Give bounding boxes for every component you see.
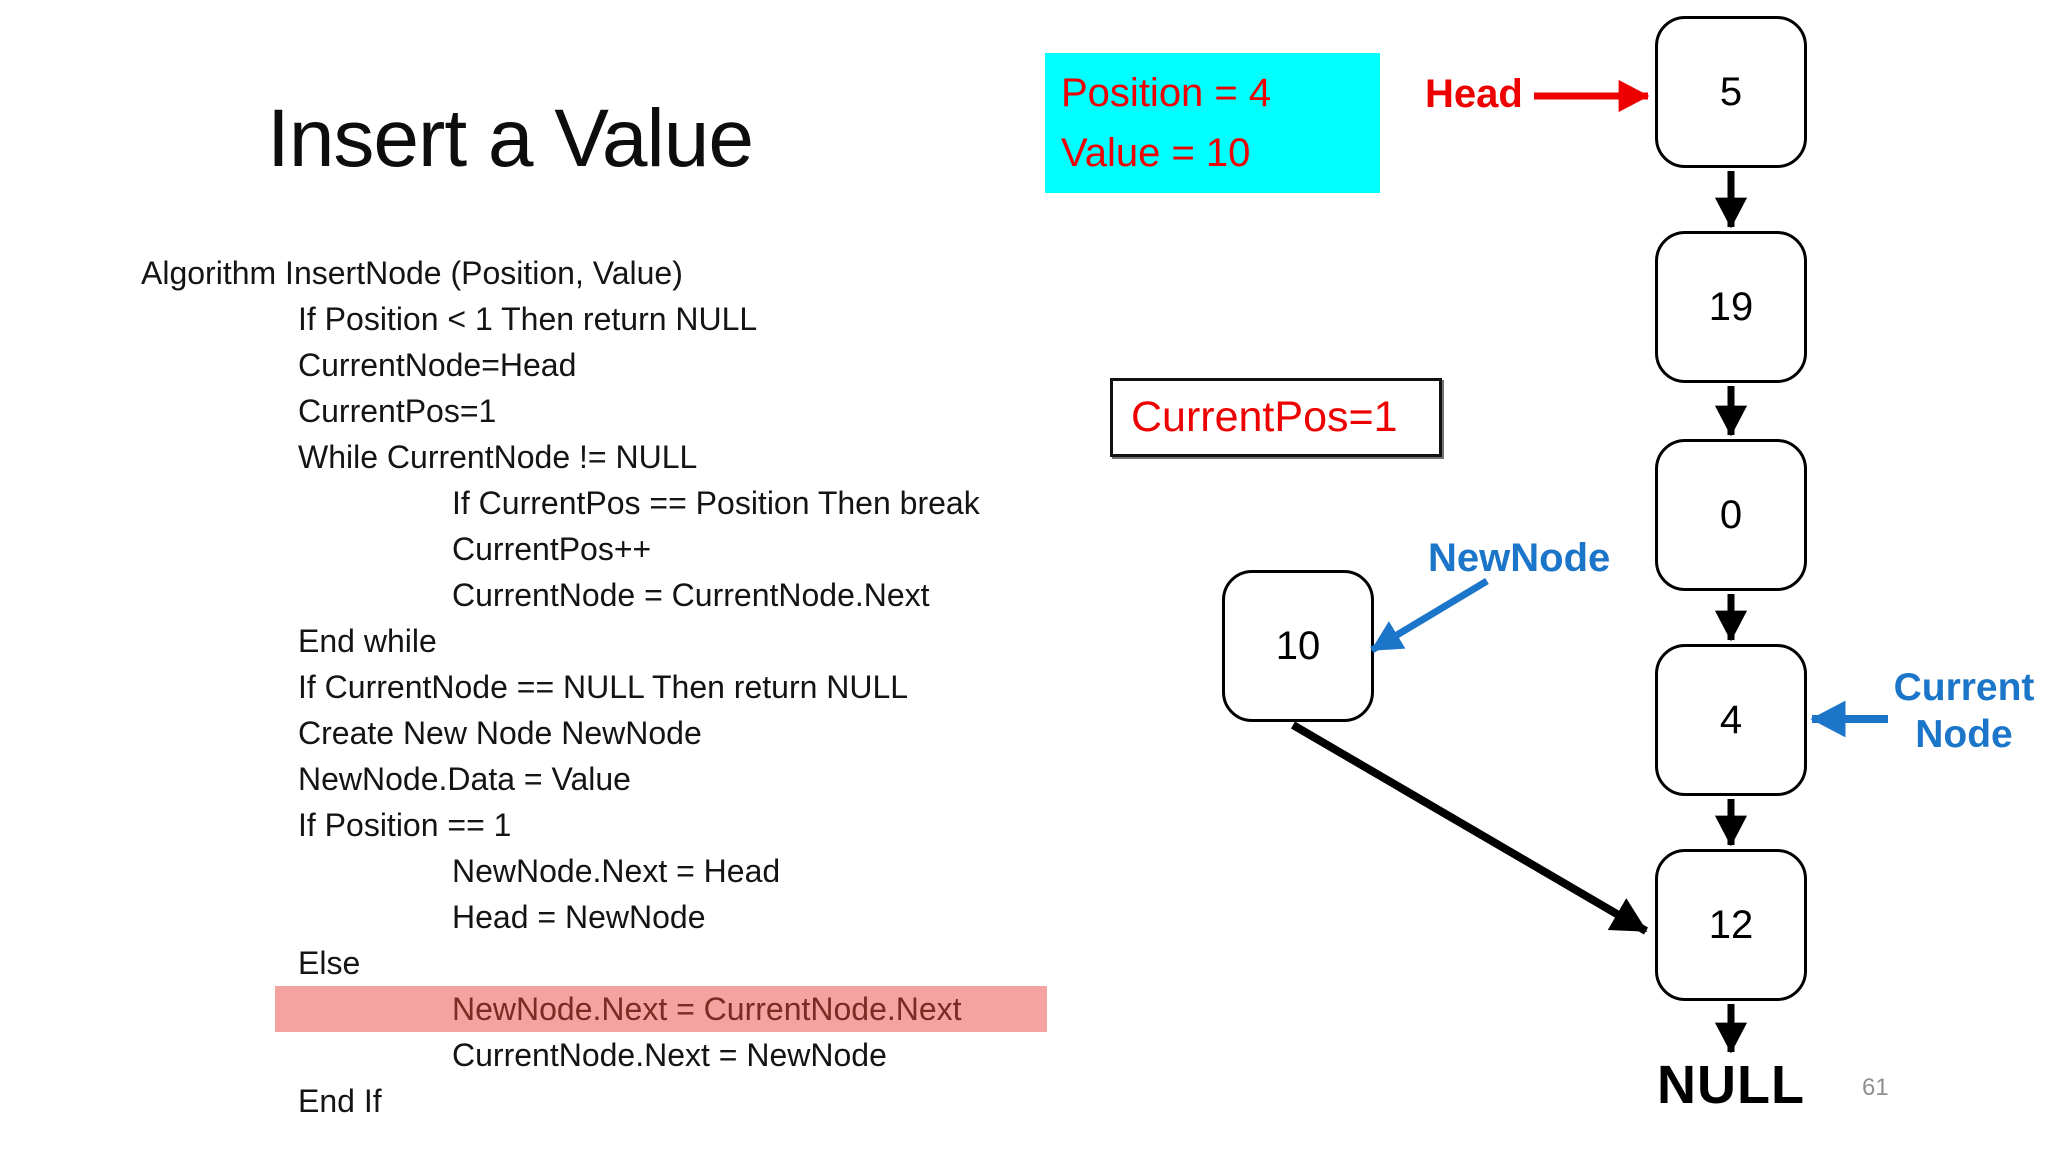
code-line: Create New Node NewNode (298, 715, 702, 751)
code-line: If Position < 1 Then return NULL (298, 301, 758, 337)
code-line: End If (298, 1083, 382, 1119)
code-line: If CurrentNode == NULL Then return NULL (298, 669, 909, 705)
algorithm-code: Algorithm InsertNode (Position, Value) I… (141, 250, 1121, 1124)
code-line: Algorithm InsertNode (Position, Value) (141, 255, 683, 291)
null-label: NULL (1657, 1055, 1805, 1115)
node-4: 4 (1655, 644, 1807, 796)
code-line: While CurrentNode != NULL (298, 439, 698, 475)
page-number: 61 (1862, 1074, 1889, 1101)
code-line: If CurrentPos == Position Then break (452, 485, 980, 521)
node-19: 19 (1655, 231, 1807, 383)
code-line: End while (298, 623, 437, 659)
currentnode-label: Current Node (1893, 666, 2035, 756)
code-line: Else (298, 945, 361, 981)
arrow-node10-to-node12 (1290, 721, 1649, 935)
code-line: CurrentNode=Head (298, 347, 577, 383)
code-line: CurrentNode = CurrentNode.Next (452, 577, 930, 613)
node-5: 5 (1655, 16, 1807, 168)
parameters-box: Position = 4 Value = 10 (1045, 53, 1380, 193)
node-10-newnode: 10 (1222, 570, 1374, 722)
parameter-value: Value = 10 (1061, 131, 1251, 175)
code-line: Head = NewNode (452, 899, 706, 935)
parameter-position: Position = 4 (1061, 71, 1272, 115)
head-label: Head (1425, 72, 1523, 116)
currentpos-box: CurrentPos=1 (1110, 378, 1442, 457)
arrow-newnode-label-to-node10 (1370, 577, 1489, 654)
code-line: NewNode.Data = Value (298, 761, 631, 797)
code-line: CurrentNode.Next = NewNode (452, 1037, 887, 1073)
slide-title: Insert a Value (267, 93, 754, 184)
newnode-label: NewNode (1428, 536, 1611, 580)
code-line-highlighted: NewNode.Next = CurrentNode.Next (275, 986, 1047, 1032)
code-line: NewNode.Next = Head (452, 853, 781, 889)
node-12: 12 (1655, 849, 1807, 1001)
code-line: If Position == 1 (298, 807, 512, 843)
code-line: CurrentPos=1 (298, 393, 497, 429)
node-0: 0 (1655, 439, 1807, 591)
code-line: CurrentPos++ (452, 531, 652, 567)
